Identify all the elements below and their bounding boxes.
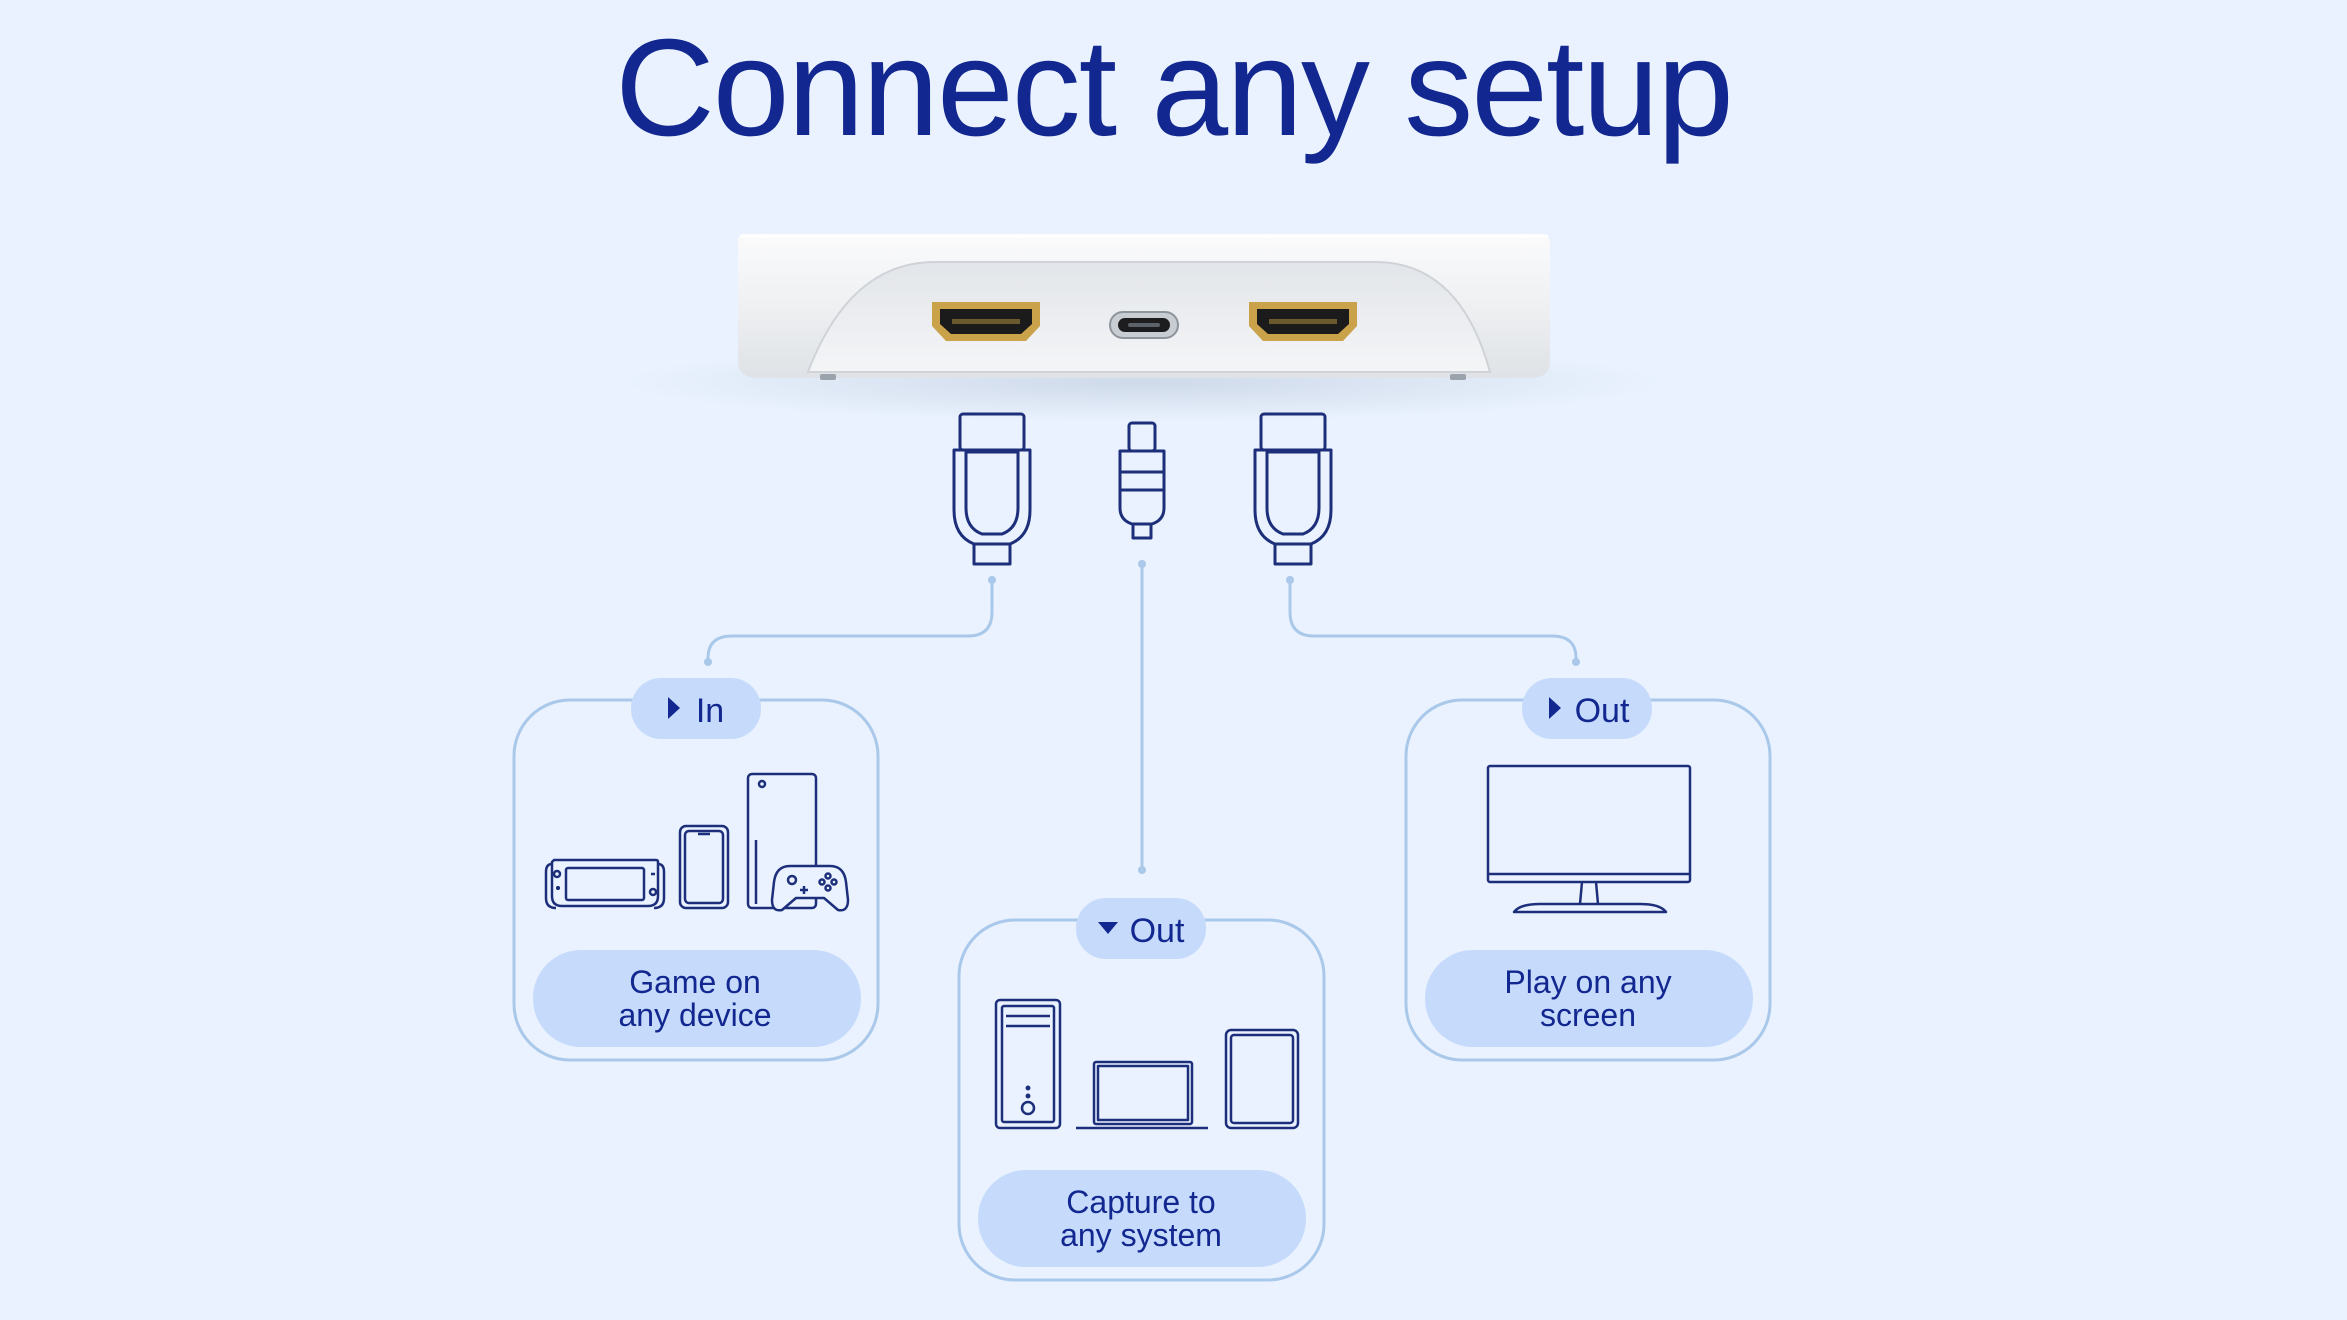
gamepad-icon xyxy=(770,864,850,912)
triangle-down-icon xyxy=(1098,922,1118,934)
badge-display-label: Out xyxy=(1575,692,1630,730)
triangle-right-icon xyxy=(1549,697,1561,719)
badge-capture-label: Out xyxy=(1130,912,1185,950)
hdmi-out-port xyxy=(1249,302,1357,341)
caption-capture-pill xyxy=(978,1170,1306,1267)
caption-display-pill xyxy=(1425,950,1753,1047)
connector-lines xyxy=(706,564,1578,870)
hdmi-plug-left-icon xyxy=(952,412,1032,566)
usb-c-plug-icon xyxy=(1118,421,1166,540)
caption-in-line2: any device xyxy=(619,997,772,1033)
caption-capture-line1: Capture to xyxy=(1066,1184,1215,1220)
caption-in-pill xyxy=(533,950,861,1047)
card-capture: Out xyxy=(957,898,1326,1282)
hdmi-plug-right-icon xyxy=(1253,412,1333,566)
badge-in xyxy=(631,678,761,739)
badge-in-label: In xyxy=(696,692,724,730)
usb-c-port xyxy=(1109,311,1179,339)
caption-capture-line2: any system xyxy=(1060,1217,1222,1253)
handheld-console-icon xyxy=(544,858,666,910)
caption-display-line1: Play on any xyxy=(1504,964,1671,1000)
triangle-right-icon xyxy=(668,697,680,719)
badge-display xyxy=(1522,678,1652,739)
badge-capture xyxy=(1076,898,1206,959)
page-title: Connect any setup xyxy=(615,11,1734,165)
hdmi-in-port xyxy=(932,302,1040,341)
capture-device xyxy=(623,234,1663,422)
tablet-icon xyxy=(1224,1028,1300,1130)
pc-tower-icon xyxy=(994,998,1062,1130)
caption-display-line2: screen xyxy=(1540,997,1636,1033)
card-display: Out Play on any screen xyxy=(1404,678,1772,1062)
caption-in-line1: Game on xyxy=(629,964,761,1000)
smartphone-icon xyxy=(678,824,730,910)
card-in: In xyxy=(512,678,880,1062)
laptop-icon xyxy=(1076,1060,1208,1130)
monitor-icon xyxy=(1486,764,1692,914)
